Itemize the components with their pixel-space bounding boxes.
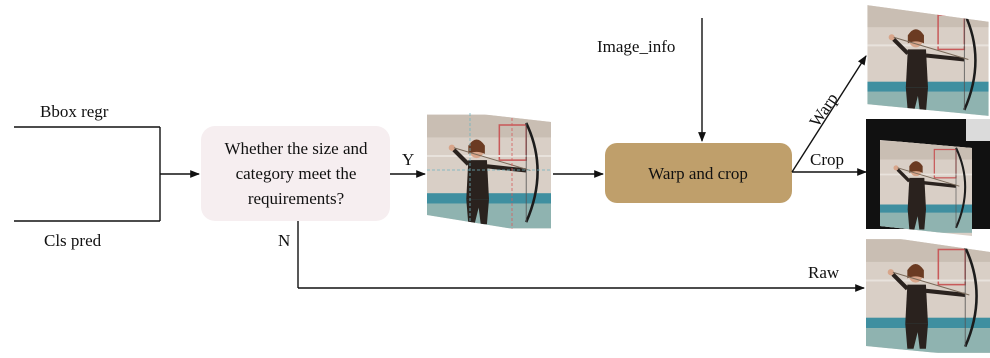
skewed-image — [427, 108, 551, 235]
crop-output-image — [866, 119, 990, 236]
process-node: Warp and crop — [605, 143, 792, 203]
decision-line-1: Whether the size and — [224, 139, 368, 158]
process-label: Warp and crop — [648, 164, 748, 183]
image-info-label: Image_info — [597, 37, 675, 56]
raw-label: Raw — [808, 263, 840, 282]
bbox-regr-label: Bbox regr — [40, 102, 109, 121]
warp-output-image — [867, 5, 988, 116]
raw-output-image — [866, 239, 990, 353]
crop-label: Crop — [810, 150, 844, 169]
cls-pred-label: Cls pred — [44, 231, 102, 250]
decision-line-3: requirements? — [248, 189, 344, 208]
decision-node: Whether the size and category meet the r… — [201, 126, 390, 221]
yes-label: Y — [402, 150, 414, 169]
decision-line-2: category meet the — [236, 164, 357, 183]
warp-label: Warp — [806, 89, 842, 130]
input-bracket — [14, 126, 200, 222]
warp-arrow — [791, 55, 867, 173]
no-label: N — [278, 231, 290, 250]
